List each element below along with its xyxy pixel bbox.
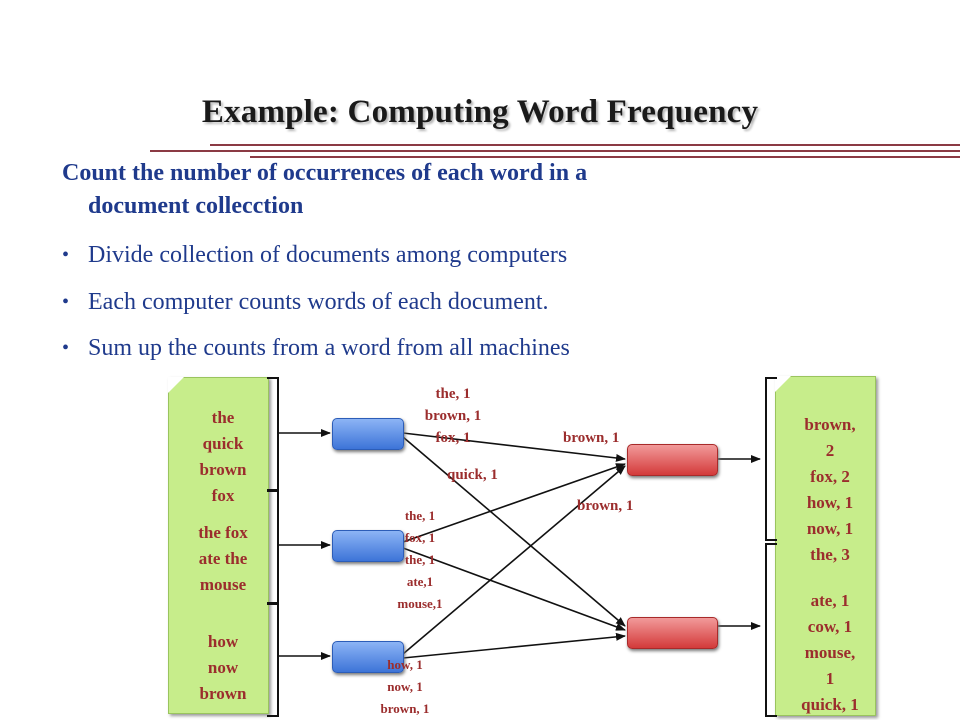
mapper-3-output: how, 1 now, 1 brown, 1: [360, 654, 450, 720]
output-document-line: cow, 1: [807, 617, 853, 636]
input-document-line: the fox: [198, 523, 248, 542]
input-document-line: how: [207, 632, 239, 651]
input-bracket: [267, 603, 279, 717]
mapper-output-line: fox, 1: [435, 430, 471, 446]
mapper-node-2: [332, 530, 404, 562]
input-document-line: brown: [199, 684, 247, 703]
output-document-line: the, 3: [810, 545, 850, 564]
slide-title: Example: Computing Word Frequency: [201, 94, 759, 130]
output-document-2: ate, 1 cow, 1 mouse, 1 quick, 1: [770, 588, 890, 718]
mapper-1-output: the, 1 brown, 1 fox, 1: [398, 383, 508, 449]
title-rule-3: [250, 156, 960, 158]
input-document-line: brown: [199, 460, 247, 479]
output-document-panel: [775, 376, 876, 716]
output-document-line: now, 1: [806, 519, 854, 538]
title-rule-1: [210, 144, 960, 146]
output-document-fold: [775, 376, 791, 392]
arrow-mapper-to-reducer: [402, 436, 626, 627]
mapper-output-line: brown, 1: [424, 408, 482, 424]
output-document-line: 1: [825, 669, 835, 688]
input-document-line: quick: [202, 434, 244, 453]
output-document-line: 2: [825, 441, 835, 460]
mapper-1-output-extra: quick, 1: [447, 467, 498, 483]
input-document-panel: [168, 377, 269, 714]
intro-heading-line1: Count the number of occurrences of each …: [62, 160, 588, 186]
input-document-line: fox: [211, 486, 235, 505]
output-document-line: brown,: [804, 415, 856, 434]
mapper-2-output: the, 1 fox, 1 the, 1 ate,1 mouse,1: [375, 505, 465, 615]
input-document-line: now: [207, 658, 239, 677]
title-rule-2: [150, 150, 960, 152]
arrow-mapper-to-reducer: [402, 547, 626, 631]
bullet-text: Sum up the counts from a word from all m…: [88, 335, 570, 361]
output-document-line: how, 1: [806, 493, 854, 512]
arrow-mapper-to-reducer: [402, 465, 626, 655]
mapper-output-line: ate,1: [406, 574, 434, 589]
input-document-fold: [168, 377, 184, 393]
bullet-dot: •: [62, 244, 70, 266]
input-document-line: ate the: [198, 549, 248, 568]
arrow-mapper-to-reducer: [402, 432, 626, 462]
output-document-line: fox, 2: [810, 467, 850, 486]
mapper-output-line: how, 1: [387, 657, 423, 672]
mapper-output-line: now, 1: [387, 679, 423, 694]
arrow-mapper-to-reducer: [402, 463, 626, 543]
mapper-node-3: [332, 641, 404, 673]
input-document-line: cow: [168, 707, 278, 714]
mapper-output-line: the, 1: [404, 508, 436, 523]
output-bracket: [765, 377, 777, 541]
intro-heading: Count the number of occurrences of each …: [62, 157, 922, 223]
bullet-dot: •: [62, 291, 70, 313]
output-bracket: [765, 543, 777, 717]
input-document-2: the fox ate the mouse: [168, 520, 278, 598]
mapper-output-line: brown, 1: [380, 701, 430, 716]
bullet-text: Each computer counts words of each docum…: [88, 289, 549, 315]
mapper-output-line: the, 1: [435, 386, 471, 402]
bullet-text: Divide collection of documents among com…: [88, 242, 568, 268]
output-document-line: quick, 1: [801, 695, 859, 714]
output-document-line: ate, 1: [810, 591, 850, 610]
input-document-line: mouse: [199, 575, 247, 594]
mapper-node-1: [332, 418, 404, 450]
mapper-output-line: the, 1: [404, 552, 436, 567]
mapper-output-line: mouse,1: [397, 596, 443, 611]
output-document-1: brown, 2 fox, 2 how, 1 now, 1 the, 3: [770, 412, 890, 568]
input-document-3: how now brown cow: [168, 629, 278, 714]
arrow-mapper-to-reducer: [402, 632, 626, 659]
intro-heading-line2: document collecction: [88, 193, 304, 219]
mapper-output-line: fox, 1: [404, 530, 436, 545]
bullet-dot: •: [62, 337, 70, 359]
reducer-node-2: [627, 617, 718, 649]
edge-label: brown, 1: [577, 498, 634, 514]
reducer-node-1: [627, 444, 718, 476]
output-document-line: mouse,: [804, 643, 856, 662]
edge-label: brown, 1: [563, 430, 620, 446]
input-document-line: the: [211, 408, 235, 427]
input-document-1: the quick brown fox: [168, 405, 278, 509]
